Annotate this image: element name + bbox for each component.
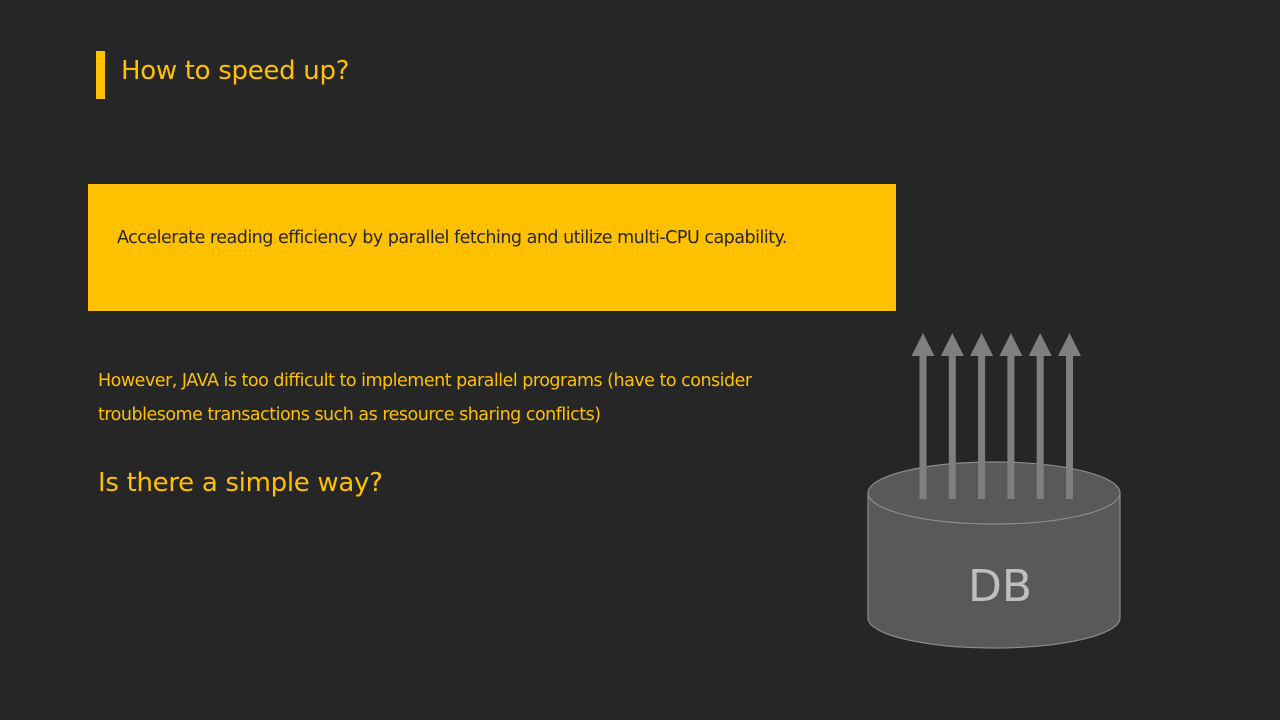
highlight-box: Accelerate reading efficiency by paralle… [88,184,896,311]
arrow-up-icon [999,333,1023,356]
arrow-shaft [1007,355,1015,499]
arrow-shaft [978,355,986,499]
slide-title: How to speed up? [121,56,350,86]
arrow-shaft [1066,355,1073,499]
question-text: Is there a simple way? [98,468,383,498]
arrow-shaft [948,355,956,499]
db-label: DB [968,561,1032,612]
highlight-text: Accelerate reading efficiency by paralle… [117,228,787,248]
cylinder-body [867,492,1121,649]
arrow-shaft [1036,355,1044,499]
body-text: However, JAVA is too difficult to implem… [98,371,752,425]
title-accent-bar [96,51,105,99]
arrow-up-icon [911,333,935,356]
cylinder-top [867,461,1121,525]
arrow-up-icon [970,333,994,356]
arrow-up-icon [1028,333,1052,356]
parallel-arrows [911,333,1081,499]
database-figure: DB [867,333,1121,649]
database-cylinder-icon [867,461,1121,649]
arrow-up-icon [940,333,964,356]
arrow-shaft [919,355,927,499]
arrow-up-icon [1058,333,1081,356]
